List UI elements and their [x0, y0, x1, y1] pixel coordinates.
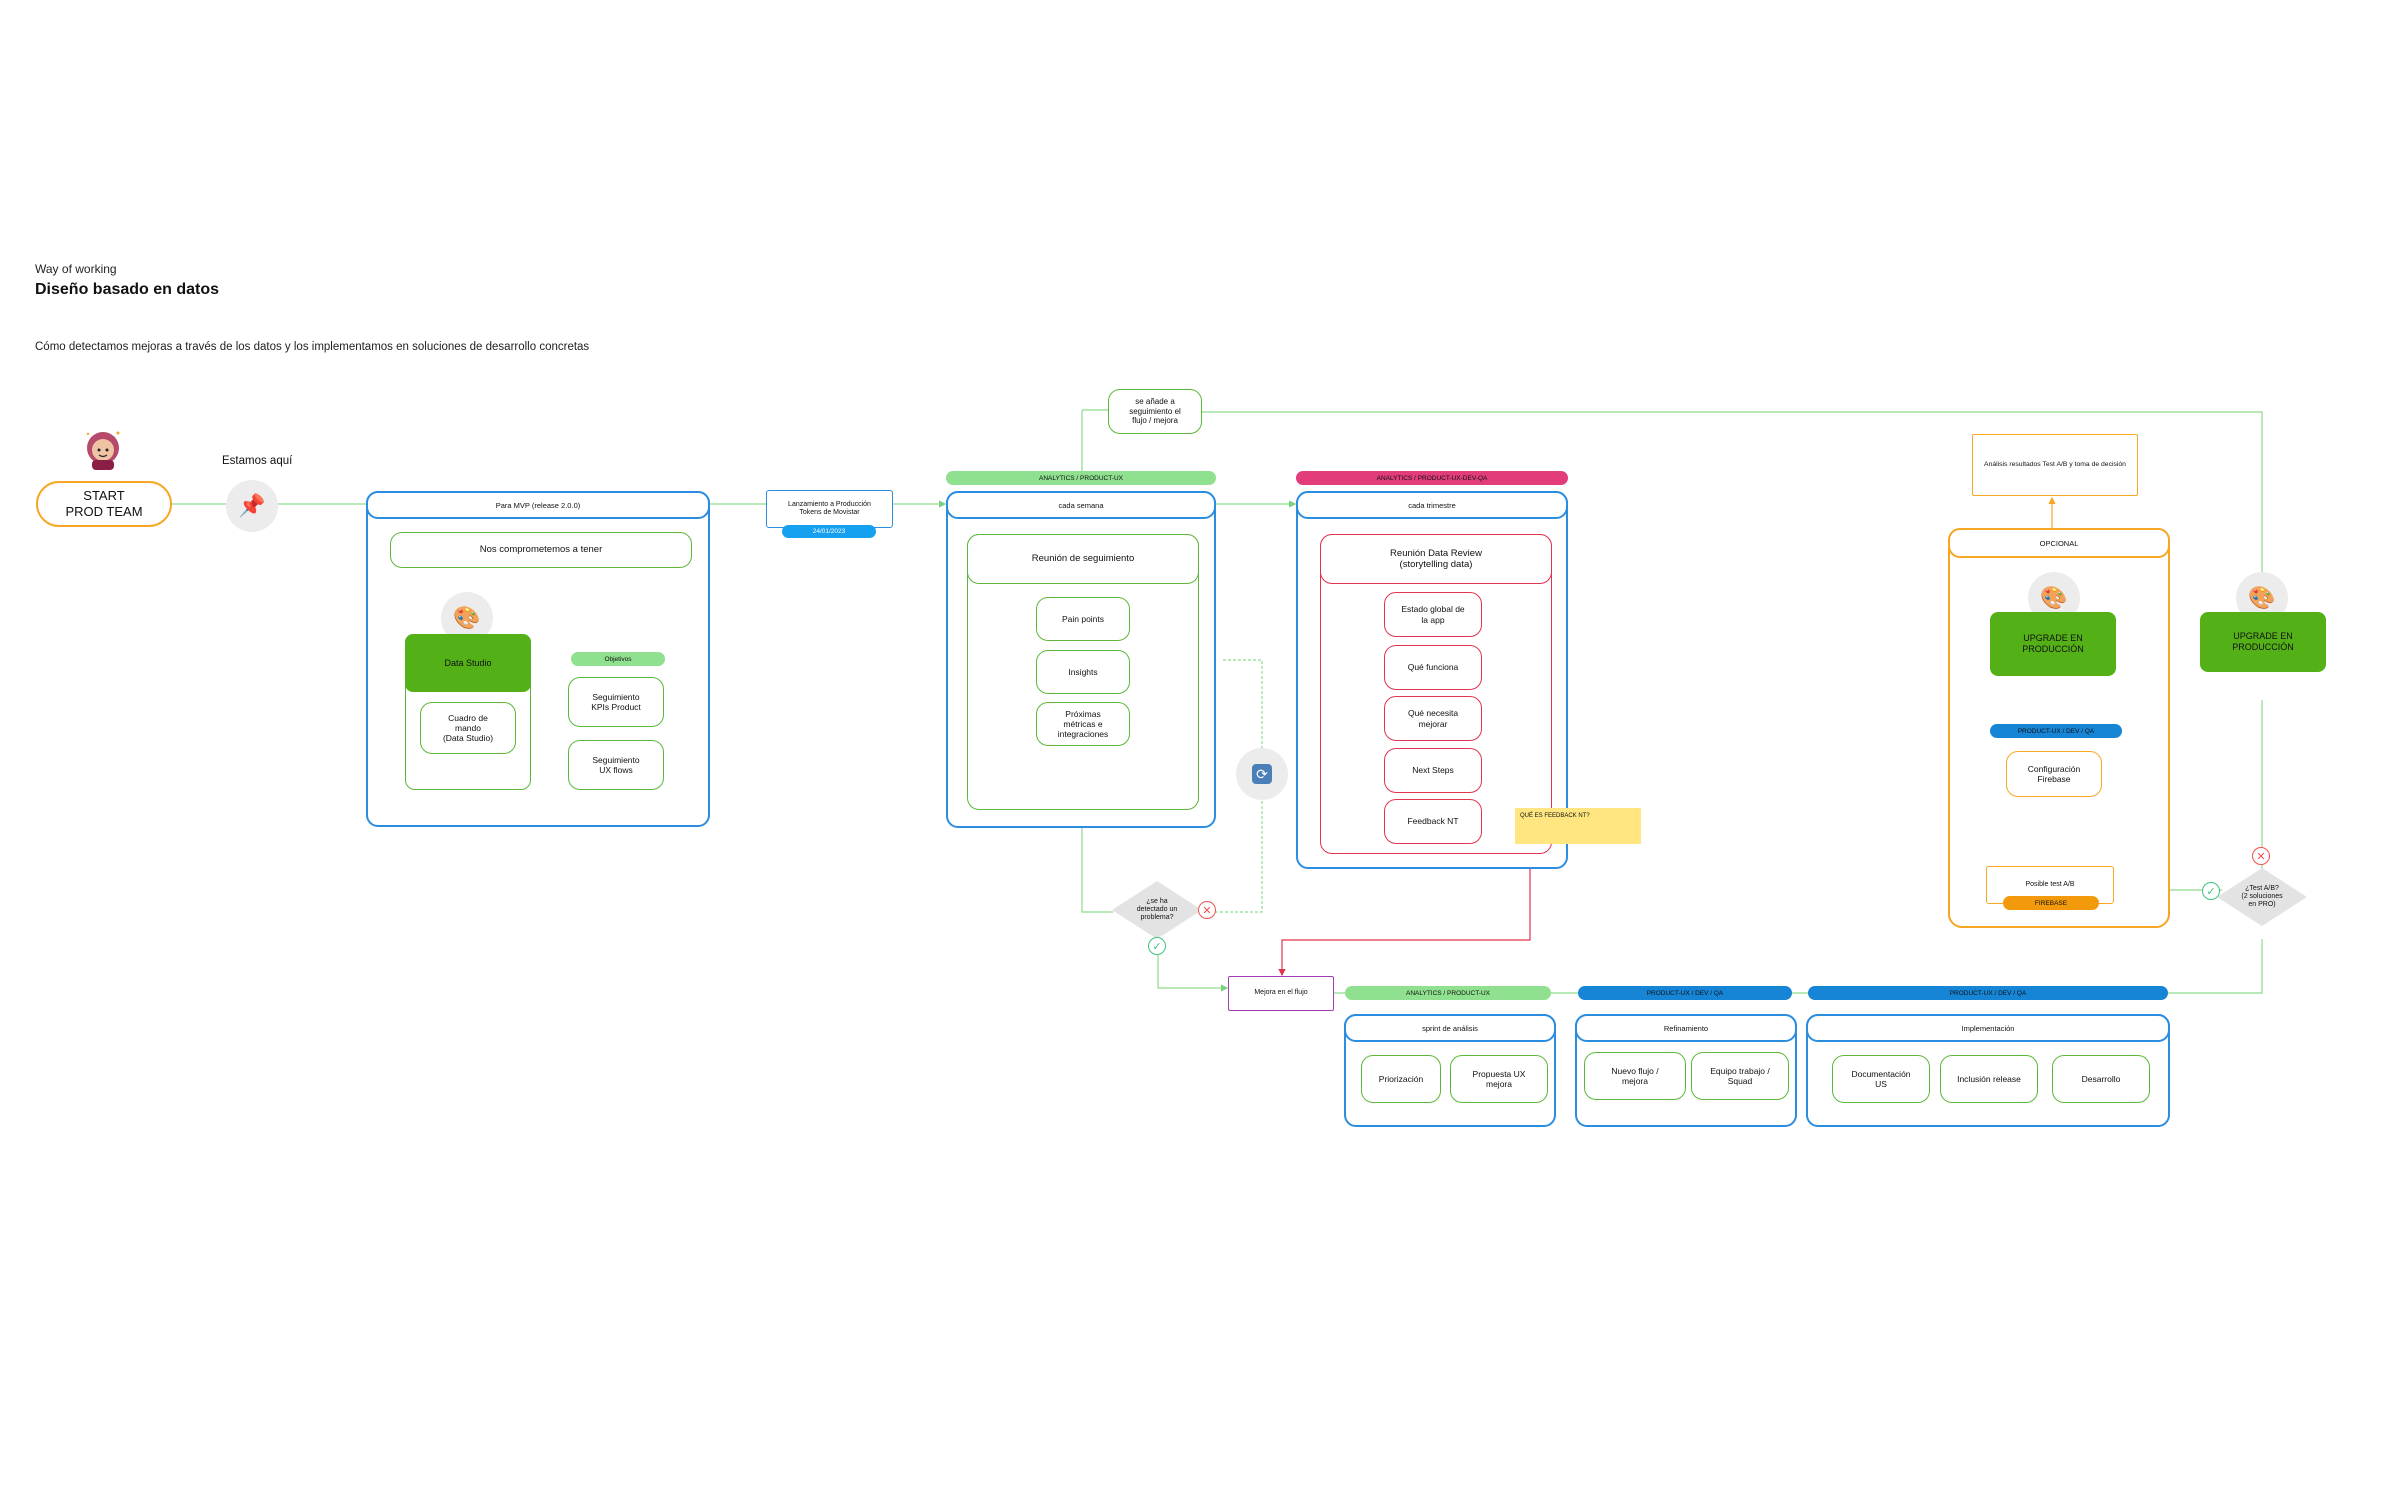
quarterly-header: cada trimestre — [1296, 491, 1568, 519]
optional-tag: PRODUCT-UX / DEV / QA — [1990, 724, 2122, 738]
quarterly-tag: ANALYTICS / PRODUCT-UX-DEV-QA — [1296, 471, 1568, 485]
next-metrics-node[interactable]: Próximas métricas e integraciones — [1036, 702, 1130, 746]
sticky-note[interactable]: QUÉ ES FEEDBACK NT? — [1515, 808, 1641, 844]
refresh-icon[interactable]: ⟳ — [1236, 748, 1288, 800]
priorizacion-node[interactable]: Priorización — [1361, 1055, 1441, 1103]
firebase-badge: FIREBASE — [2003, 896, 2099, 910]
upgrade-final-button[interactable]: UPGRADE EN PRODUCCIÓN — [2200, 612, 2326, 672]
way-of-working-label: Way of working — [35, 262, 117, 276]
sprint-header: sprint de análisis — [1344, 1014, 1556, 1042]
pushpin-icon: 📌 — [226, 480, 278, 532]
upgrade-optional-button[interactable]: UPGRADE EN PRODUCCIÓN — [1990, 612, 2116, 676]
close-icon: ✕ — [1198, 901, 1216, 919]
problem-decision-label: ¿se ha detectado un problema? — [1136, 897, 1178, 922]
weekly-tag: ANALYTICS / PRODUCT-UX — [946, 471, 1216, 485]
equipo-trabajo-node[interactable]: Equipo trabajo / Squad — [1691, 1052, 1789, 1100]
launch-date-badge: 24/01/2023 — [782, 525, 876, 538]
mvp-header: Para MVP (release 2.0.0) — [366, 491, 710, 519]
next-steps-node[interactable]: Next Steps — [1384, 748, 1482, 793]
firebase-config-node[interactable]: Configuración Firebase — [2006, 751, 2102, 797]
page-title: Diseño basado en datos — [35, 281, 220, 298]
ab-test-decision[interactable]: ¿Test A/B? (2 soluciones en PRO) — [2217, 868, 2307, 926]
nuevo-flujo-node[interactable]: Nuevo flujo / mejora — [1584, 1052, 1686, 1100]
cuadro-de-mando-node[interactable]: Cuadro de mando (Data Studio) — [420, 702, 516, 754]
pain-points-node[interactable]: Pain points — [1036, 597, 1130, 641]
ab-analysis-node[interactable]: Análisis resultados Test A/B y toma de d… — [1972, 434, 2138, 496]
sprint-tag: ANALYTICS / PRODUCT-UX — [1345, 986, 1551, 1000]
check-icon: ✓ — [2202, 882, 2220, 900]
seguimiento-ux-node[interactable]: Seguimiento UX flows — [568, 740, 664, 790]
inclusion-release-node[interactable]: Inclusión release — [1940, 1055, 2038, 1103]
optional-header: OPCIONAL — [1948, 528, 2170, 558]
improvement-node[interactable]: Mejora en el flujo — [1228, 976, 1334, 1011]
refinement-tag: PRODUCT-UX / DEV / QA — [1578, 986, 1792, 1000]
documentacion-node[interactable]: Documentación US — [1832, 1055, 1930, 1103]
page-subtitle: Cómo detectamos mejoras a través de los … — [35, 341, 590, 353]
weekly-meeting-node[interactable]: Reunión de seguimiento — [967, 534, 1199, 584]
refinement-header: Refinamiento — [1575, 1014, 1797, 1042]
insights-node[interactable]: Insights — [1036, 650, 1130, 694]
avatar-icon — [80, 427, 126, 473]
data-studio-button[interactable]: Data Studio — [405, 634, 531, 692]
commit-node[interactable]: Nos comprometemos a tener — [390, 532, 692, 568]
check-icon: ✓ — [1148, 937, 1166, 955]
added-to-tracking-node[interactable]: se añade a seguimiento el flujo / mejora — [1108, 389, 1202, 434]
propuesta-ux-node[interactable]: Propuesta UX mejora — [1450, 1055, 1548, 1103]
seguimiento-kpis-node[interactable]: Seguimiento KPIs Product — [568, 677, 664, 727]
close-icon: ✕ — [2252, 847, 2270, 865]
objetivos-tag: Objetivos — [571, 652, 665, 666]
feedback-nt-node[interactable]: Feedback NT — [1384, 799, 1482, 844]
implementation-header: Implementación — [1806, 1014, 2170, 1042]
ab-test-decision-label: ¿Test A/B? (2 soluciones en PRO) — [2241, 884, 2283, 909]
que-funciona-node[interactable]: Qué funciona — [1384, 645, 1482, 690]
weekly-header: cada semana — [946, 491, 1216, 519]
estado-global-node[interactable]: Estado global de la app — [1384, 592, 1482, 637]
implementation-tag: PRODUCT-UX / DEV / QA — [1808, 986, 2168, 1000]
estamos-aqui-label: Estamos aquí — [222, 455, 293, 467]
problem-decision[interactable]: ¿se ha detectado un problema? — [1112, 881, 1202, 939]
desarrollo-node[interactable]: Desarrollo — [2052, 1055, 2150, 1103]
start-prod-team[interactable]: START PROD TEAM — [36, 481, 172, 527]
launch-node[interactable]: Lanzamiento a Producción Tokens de Movis… — [766, 490, 893, 528]
que-mejorar-node[interactable]: Qué necesita mejorar — [1384, 696, 1482, 741]
data-review-node[interactable]: Reunión Data Review (storytelling data) — [1320, 534, 1552, 584]
